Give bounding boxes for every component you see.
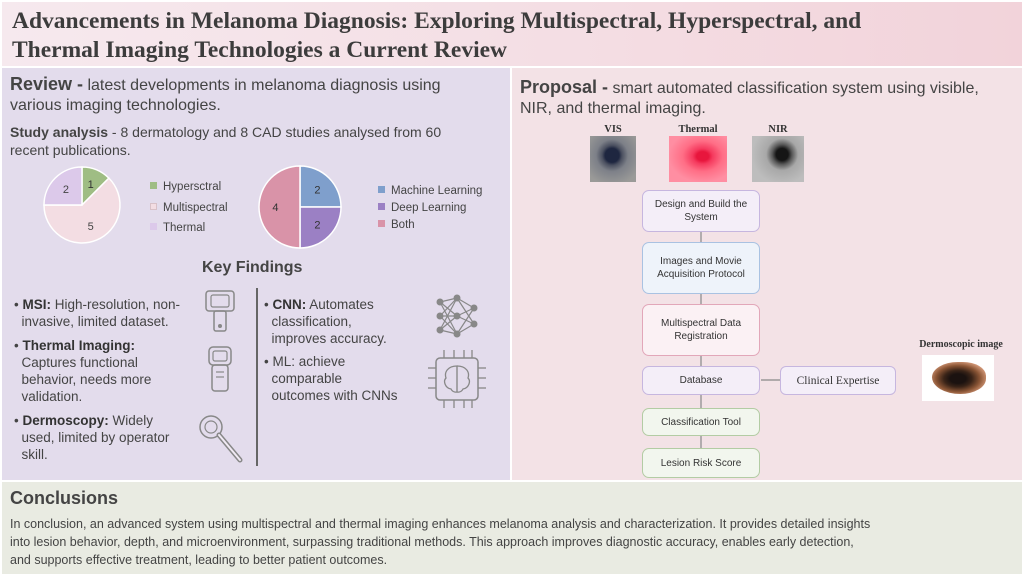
- legend-swatch: [150, 203, 157, 210]
- method-pie-chart: 2 2 4: [258, 165, 342, 249]
- legend-swatch: [150, 182, 157, 189]
- study-text-2: recent publications.: [10, 142, 131, 158]
- study-heading: Study analysis: [10, 124, 109, 140]
- proposal-text-2: NIR, and thermal imaging.: [520, 100, 706, 117]
- pie-slice-thermal: [43, 166, 83, 206]
- pie-value-label: 4: [272, 202, 278, 214]
- flow-step-risk-score: Lesion Risk Score: [642, 448, 760, 478]
- pie-slice-deep-learning: [299, 206, 342, 249]
- conclusions-heading: Conclusions: [10, 488, 119, 508]
- key-findings-heading: Key Findings: [202, 259, 303, 276]
- nir-label: NIR: [768, 124, 788, 135]
- pie-slice-multispectral: [43, 177, 121, 244]
- study-text-1: - 8 dermatology and 8 CAD studies analys…: [108, 124, 442, 140]
- review-header-line-1: Review - latest developments in melanoma…: [10, 74, 441, 95]
- legend-item-multispectral: Multispectral: [150, 202, 228, 214]
- neural-network-icon: [436, 294, 478, 338]
- thermal-label: Thermal: [678, 124, 718, 135]
- dermoscopic-image: [922, 355, 994, 401]
- study-line-1: Study analysis - 8 dermatology and 8 CAD…: [10, 124, 441, 140]
- title-line-2: Thermal Imaging Technologies a Current R…: [12, 37, 508, 63]
- legend-item-hyperspectral: Hypersctral: [150, 181, 221, 193]
- review-text-2: various imaging technologies.: [10, 97, 221, 114]
- clinical-expertise-box: Clinical Expertise: [780, 366, 896, 395]
- pie-value-label: 5: [88, 221, 94, 233]
- thermal-camera-icon: [208, 346, 232, 392]
- finding-dermoscopy: • Dermoscopy: Widely used, limited by op…: [14, 413, 170, 462]
- conclusions-line-3: and supports effective treatment, leadin…: [10, 553, 388, 567]
- review-text-1: latest developments in melanoma diagnosi…: [83, 77, 441, 94]
- finding-cnn: • CNN: Automates classification, improve…: [264, 297, 387, 346]
- legend-item-both: Both: [378, 219, 415, 231]
- vis-label: VIS: [604, 124, 622, 135]
- flow-step-acquisition: Images and Movie Acquisition Protocol: [642, 242, 760, 294]
- dermoscopic-lesion: [932, 362, 986, 394]
- pie-slice-machine-learning: [299, 165, 342, 208]
- finding-ml: • ML: achieve comparable outcomes with C…: [264, 354, 398, 403]
- ai-brain-chip-icon: [428, 350, 486, 408]
- pie-value-label: 1: [88, 179, 94, 191]
- pie-value-label: 2: [63, 184, 69, 196]
- multispectral-camera-icon: [205, 290, 235, 332]
- legend-item-thermal: Thermal: [150, 222, 205, 234]
- proposal-heading: Proposal -: [520, 77, 609, 97]
- title-line-1: Advancements in Melanoma Diagnosis: Expl…: [12, 8, 862, 34]
- flow-connectors: [700, 232, 780, 448]
- vis-lesion-image: [590, 136, 636, 182]
- conclusions-line-2: into lesion behavior, depth, and microen…: [10, 535, 854, 549]
- conclusions-line-1: In conclusion, an advanced system using …: [10, 517, 871, 531]
- proposal-header-line-1: Proposal - smart automated classificatio…: [520, 77, 979, 98]
- review-heading: Review -: [10, 74, 84, 94]
- finding-msi: • MSI: High-resolution, non- invasive, l…: [14, 297, 181, 329]
- legend-swatch: [378, 220, 385, 227]
- pie-value-label: 2: [314, 219, 320, 231]
- flow-step-database: Database: [642, 366, 760, 395]
- flow-step-design: Design and Build the System: [642, 190, 760, 232]
- pie-slice-both: [258, 165, 301, 249]
- imaging-pie-chart: 1 5 2: [43, 166, 121, 244]
- flow-step-registration: Multispectral Data Registration: [642, 304, 760, 356]
- dermoscopic-label: Dermoscopic image: [919, 339, 1003, 350]
- finding-thermal: • Thermal Imaging: Captures functional b…: [14, 338, 152, 404]
- nir-lesion-image: [752, 136, 804, 182]
- pie-value-label: 2: [314, 185, 320, 197]
- legend-item-machine-learning: Machine Learning: [378, 185, 482, 197]
- findings-divider: [256, 288, 258, 466]
- dermatoscope-icon: [199, 415, 243, 463]
- conclusions-panel: [2, 482, 1022, 574]
- legend-item-deep-learning: Deep Learning: [378, 202, 466, 214]
- title-band: Advancements in Melanoma Diagnosis: Expl…: [2, 2, 1022, 66]
- proposal-text-1: smart automated classification system us…: [608, 80, 979, 97]
- legend-swatch: [150, 223, 157, 230]
- conclusions-text: In conclusion, an advanced system using …: [10, 515, 870, 569]
- flow-step-classification: Classification Tool: [642, 408, 760, 436]
- thermal-lesion-image: [669, 136, 727, 182]
- legend-swatch: [378, 203, 385, 210]
- legend-swatch: [378, 186, 385, 193]
